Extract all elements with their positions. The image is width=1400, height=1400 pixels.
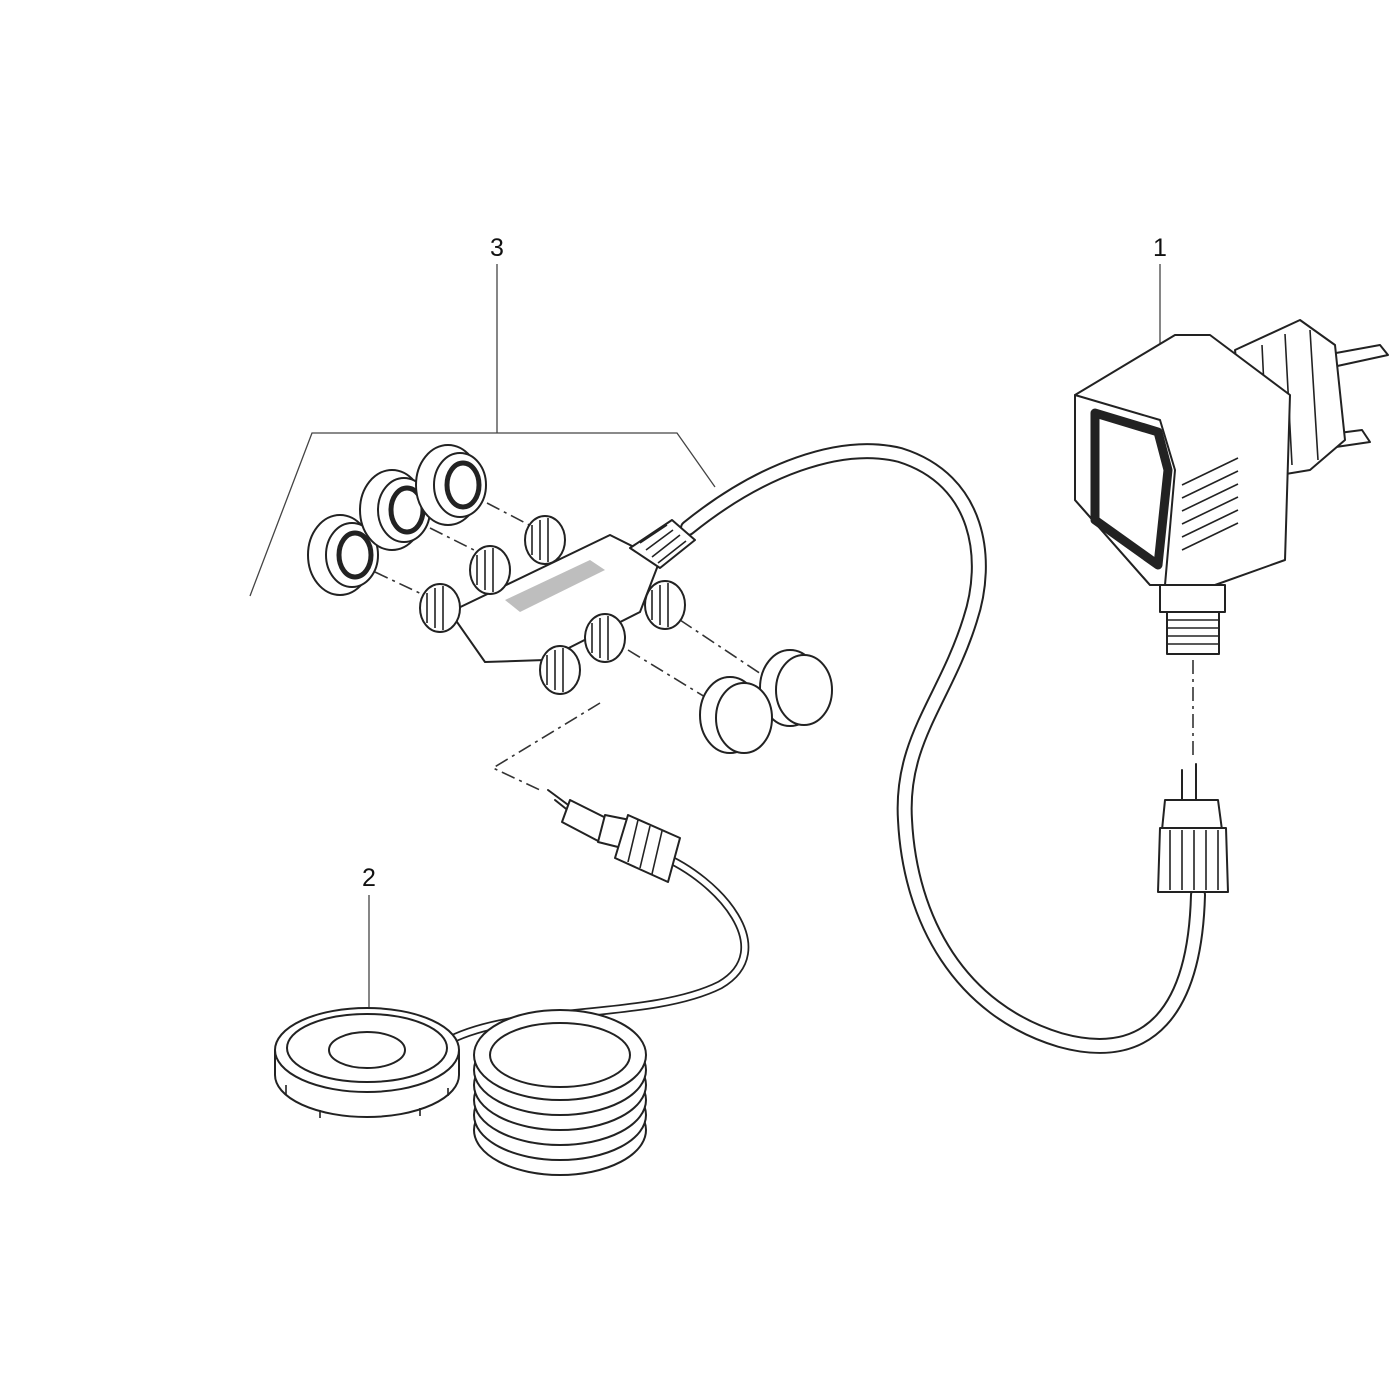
- port-4: [644, 580, 686, 630]
- cable-plug-nut: [1157, 827, 1229, 893]
- callout-3-bracket: [249, 432, 716, 597]
- port-2: [469, 545, 511, 595]
- distributor-label-dots: [505, 560, 605, 612]
- power-transformer: [1074, 319, 1389, 655]
- distributor-ports: [419, 515, 686, 695]
- distributor-body: [449, 534, 661, 663]
- cooling-ribs: [1181, 457, 1239, 551]
- sensor-plug: [547, 789, 681, 883]
- cap-left-3: [415, 444, 487, 526]
- outlet-thread: [1166, 611, 1220, 655]
- callout-3: 3: [249, 234, 716, 597]
- cable-coil: [473, 1009, 647, 1176]
- port-6: [539, 645, 581, 695]
- cable-plug: [1157, 763, 1229, 893]
- port-3: [419, 583, 461, 633]
- main-cable: [680, 443, 1206, 1054]
- cap-right-1: [759, 649, 833, 727]
- sensor-surface: [328, 1031, 406, 1069]
- distributor: [307, 444, 833, 754]
- callout-2-label: 2: [362, 864, 376, 892]
- callout-3-label: 3: [490, 234, 504, 262]
- transformer-label-panel: [1090, 408, 1173, 570]
- sensor-plug-nut: [614, 814, 681, 883]
- distributor-strain-relief: [629, 519, 696, 569]
- sensor-assembly: [274, 789, 750, 1176]
- port-1: [524, 515, 566, 565]
- distributor-caps-left: [307, 444, 487, 596]
- cap-left-1: [307, 514, 379, 596]
- cap-right-2: [699, 676, 773, 754]
- callout-1-label: 1: [1153, 234, 1167, 262]
- sensor-disc: [274, 1007, 460, 1118]
- assembly-line-sensor: [491, 702, 601, 791]
- distributor-caps-right: [699, 649, 833, 754]
- port-5: [584, 613, 626, 663]
